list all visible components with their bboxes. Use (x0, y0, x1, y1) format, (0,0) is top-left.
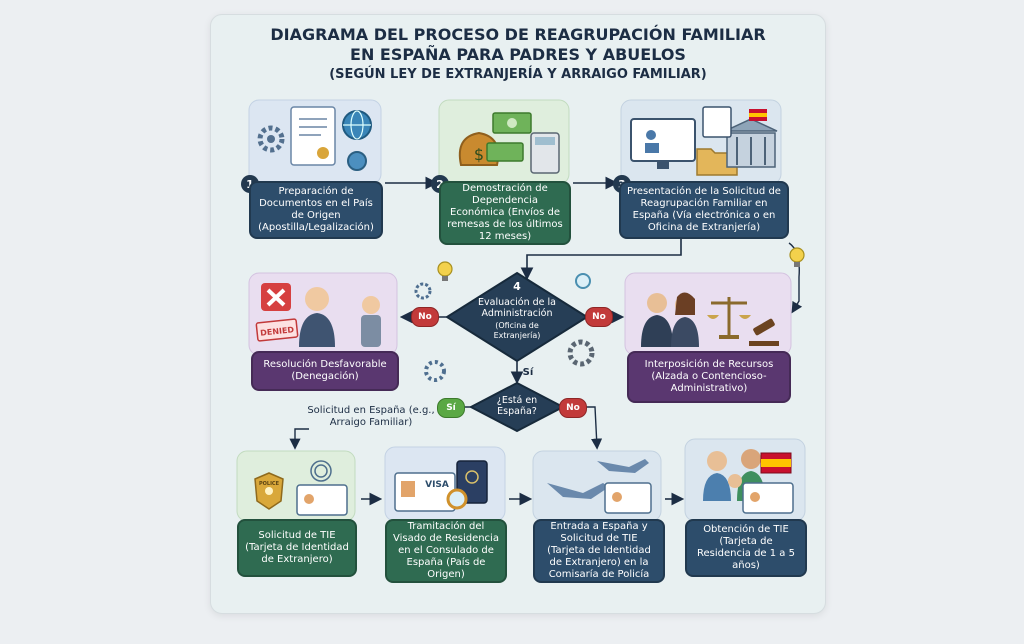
id-card-icon-2 (296, 484, 348, 516)
question-diamond (468, 381, 566, 433)
no-badge-question: No (559, 398, 587, 418)
evaluation-step-number: 4 (513, 280, 521, 293)
svg-text:$: $ (474, 145, 484, 164)
stressed-person-icon (299, 287, 335, 347)
no-badge-left: No (411, 307, 439, 327)
lawyer-man-icon (641, 293, 673, 347)
banknote-icon-2 (486, 142, 524, 162)
police-badge-text: POLICE (259, 481, 280, 487)
gear-icon (257, 125, 285, 153)
document-icon (290, 106, 336, 166)
scales-of-justice-icon (707, 297, 751, 339)
gear-icon-4 (414, 282, 432, 300)
government-building-icon (724, 118, 778, 168)
gavel-icon (749, 318, 779, 346)
step2-label: Demostración de Dependencia Económica (E… (439, 181, 571, 245)
step1-label: Preparación de Documentos en el País de … (249, 181, 383, 239)
question-label: ¿Está en España? (496, 395, 538, 417)
entry-tie-label: Entrada a España y Solicitud de TIE (Tar… (533, 519, 665, 583)
spain-request-label: Solicitud en España (e.g., Arraigo Famil… (307, 405, 435, 428)
si-badge: Sí (437, 398, 465, 418)
fingerprint-icon (310, 460, 332, 482)
spain-flag-icon-2 (760, 452, 792, 474)
police-badge-icon (254, 472, 284, 510)
residence-card-icon (742, 482, 794, 514)
airplane-icon (547, 459, 649, 499)
title-line-3: (SEGÚN LEY DE EXTRANJERÍA Y ARRAIGO FAMI… (329, 67, 707, 82)
obtain-tie-label: Obtención de TIE (Tarjeta de Residencia … (685, 519, 807, 577)
spain-flag-icon (749, 109, 767, 121)
id-card-icon (702, 106, 732, 138)
lawyer-woman-icon (671, 292, 699, 347)
visa-card-icon (394, 472, 456, 512)
globe-icon (342, 110, 372, 140)
magnifier-icon (575, 273, 591, 289)
magnifier-icon-2 (446, 488, 468, 510)
gear-icon-3 (567, 339, 595, 367)
worried-person-icon (361, 296, 381, 347)
si-label-evaluation: Sí (522, 367, 534, 378)
title-line-1: DIAGRAMA DEL PROCESO DE REAGRUPACIÓN FAM… (270, 25, 766, 44)
step3-label: Presentación de la Solicitud de Reagrupa… (619, 181, 789, 239)
computer-monitor-icon (630, 118, 696, 169)
gear-icon-2 (424, 360, 446, 382)
id-card-icon-3 (604, 482, 652, 514)
tie-request-label: Solicitud de TIE (Tarjeta de Identidad d… (237, 519, 357, 577)
denied-label: Resolución Desfavorable (Denegación) (251, 351, 399, 391)
visa-card-text: VISA (425, 480, 449, 490)
lightbulb-icon (437, 261, 453, 281)
evaluation-label: Evaluación de la Administración (478, 297, 556, 319)
seal-icon (347, 151, 367, 171)
evaluation-sublabel: (Oficina de Extranjería) (493, 321, 541, 340)
visa-process-label: Tramitación del Visado de Residencia en … (385, 519, 507, 583)
red-x-icon (261, 283, 291, 311)
lightbulb-icon-2 (789, 247, 805, 267)
title-line-2: EN ESPAÑA PARA PADRES Y ABUELOS (350, 45, 686, 64)
diagram-card: DIAGRAMA DEL PROCESO DE REAGRUPACIÓN FAM… (210, 14, 826, 614)
denied-stamp (255, 318, 299, 342)
diagram-graphics: $ (236, 99, 806, 522)
denied-stamp-text: DENIED (260, 325, 295, 338)
calculator-icon (530, 132, 560, 174)
no-badge-right: No (585, 307, 613, 327)
appeal-label: Interposición de Recursos (Alzada o Cont… (627, 351, 791, 403)
banknote-icon (492, 112, 532, 134)
